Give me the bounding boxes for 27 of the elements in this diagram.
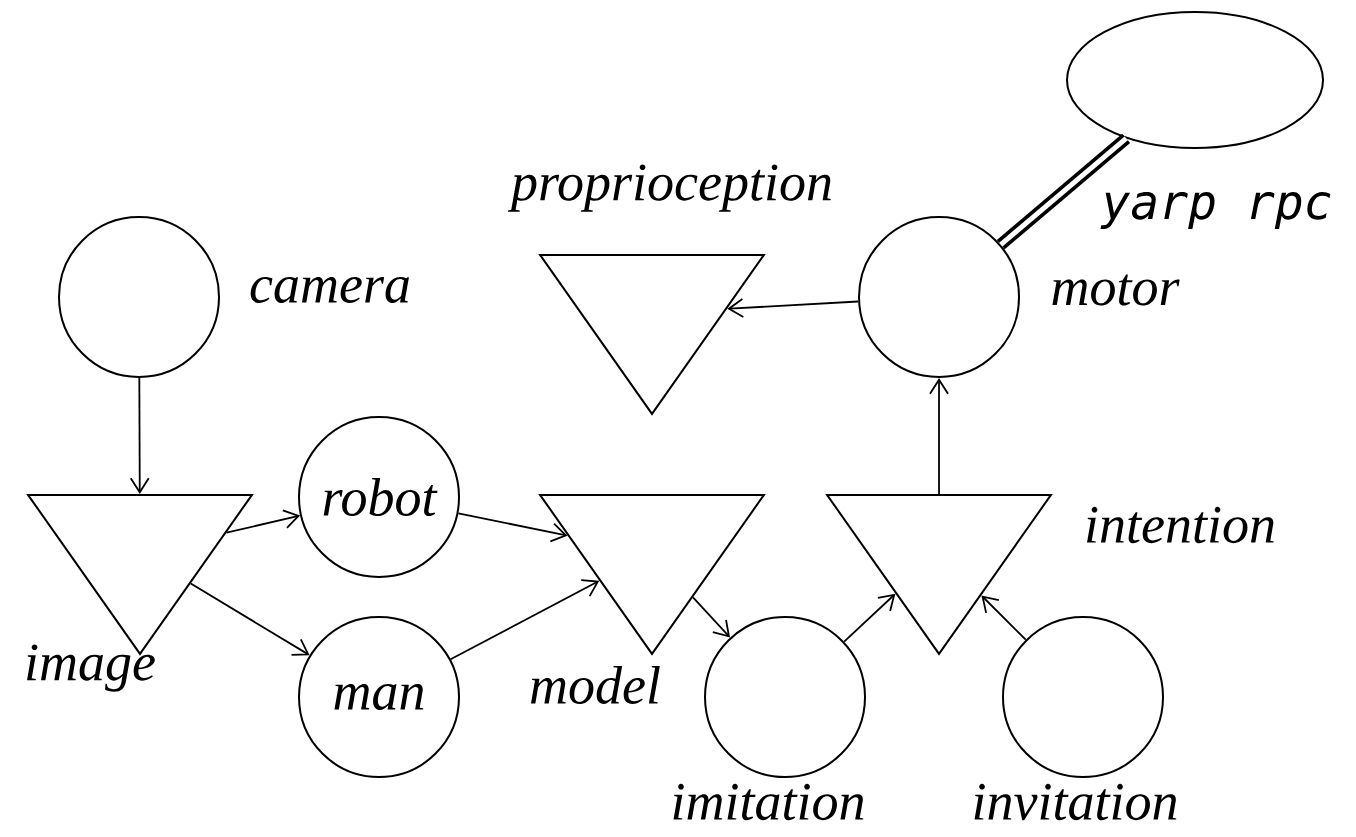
- arrow: [981, 595, 1027, 641]
- ellipse-node: [1066, 11, 1324, 149]
- circle-node: robot: [298, 416, 460, 578]
- node-label: intention: [1087, 506, 1274, 544]
- circle-node: [58, 216, 220, 378]
- arrow: [129, 377, 150, 494]
- arrow: [449, 579, 600, 661]
- node-label: imitation: [673, 783, 864, 821]
- circle-node: [704, 616, 866, 778]
- circle-node: [858, 216, 1020, 378]
- node-label: proprioception: [507, 164, 831, 212]
- node-label: image: [27, 644, 155, 692]
- arrow: [457, 512, 568, 543]
- arrow: [189, 582, 310, 656]
- double-line: [996, 133, 1131, 250]
- circle-node: [1002, 616, 1164, 778]
- node-label: camera: [250, 277, 409, 303]
- node-label: invitation: [974, 783, 1177, 821]
- arrow: [225, 509, 301, 534]
- node-label: model: [530, 666, 660, 705]
- edge-label: yarp rpc: [1100, 192, 1331, 229]
- arrow: [692, 596, 731, 638]
- node-label: motor: [1052, 274, 1180, 306]
- arrow: [929, 378, 949, 495]
- arrow: [727, 298, 860, 318]
- arrow: [843, 593, 896, 643]
- circle-node: man: [298, 616, 460, 778]
